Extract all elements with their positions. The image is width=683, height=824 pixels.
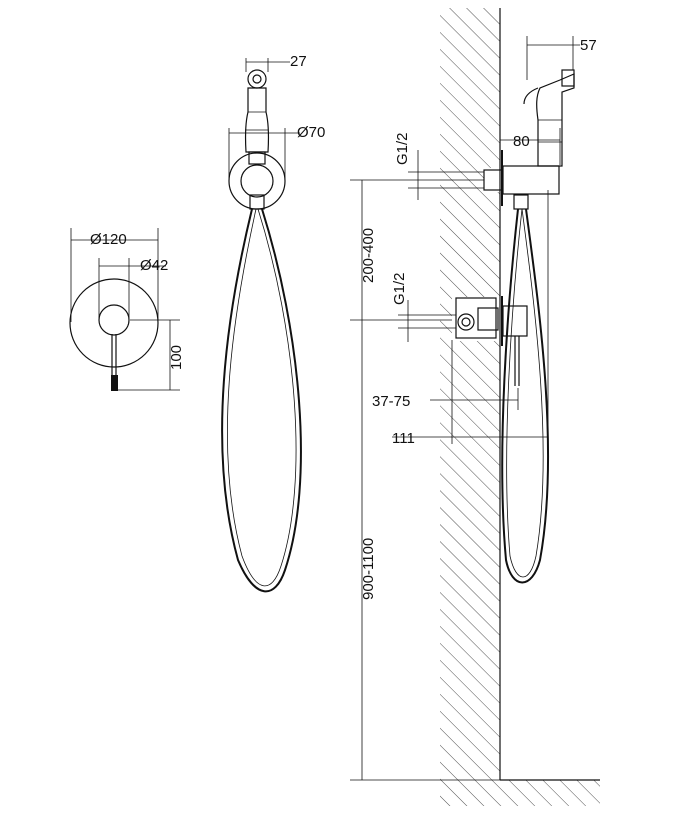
handle-lever [111, 375, 118, 391]
spray-nozzle [247, 69, 267, 89]
wall-section [440, 8, 600, 806]
dim-side-spray-width: 57 [580, 37, 597, 54]
dim-holder-height-range: 200-400 [360, 228, 377, 283]
spray-front-view: 27 Ø70 [221, 53, 325, 593]
dim-cover-handle-height: 100 [168, 345, 185, 370]
dim-spray-width: 27 [290, 53, 307, 70]
dim-wall-depth-range: 37-75 [372, 393, 410, 410]
side-spray-head [536, 73, 575, 167]
side-section-view: 57 80 G1/2 200-400 G1/2 37-75 [350, 36, 597, 781]
hose-connector [249, 194, 265, 210]
dim-cover-diameter: Ø120 [90, 231, 127, 248]
holder-plate [228, 152, 286, 210]
side-hose [501, 208, 550, 584]
dim-lower-thread: G1/2 [391, 272, 408, 305]
cover-plate-outline [69, 278, 159, 368]
dim-handle-diameter: Ø42 [140, 257, 168, 274]
dim-upper-thread: G1/2 [394, 132, 411, 165]
dim-side-holder-depth: 80 [513, 133, 530, 150]
handle-base [98, 304, 130, 336]
hose-loop [221, 208, 302, 593]
spray-handle [245, 87, 269, 153]
dim-holder-diameter: Ø70 [297, 124, 325, 141]
cover-plate-front-view: Ø120 Ø42 100 [69, 228, 185, 391]
mixer-body [455, 297, 497, 339]
dim-mount-height-range: 900-1100 [360, 538, 377, 600]
side-hose-connector [513, 194, 529, 210]
side-holder [502, 165, 560, 195]
dim-mixer-depth: 111 [392, 430, 415, 447]
